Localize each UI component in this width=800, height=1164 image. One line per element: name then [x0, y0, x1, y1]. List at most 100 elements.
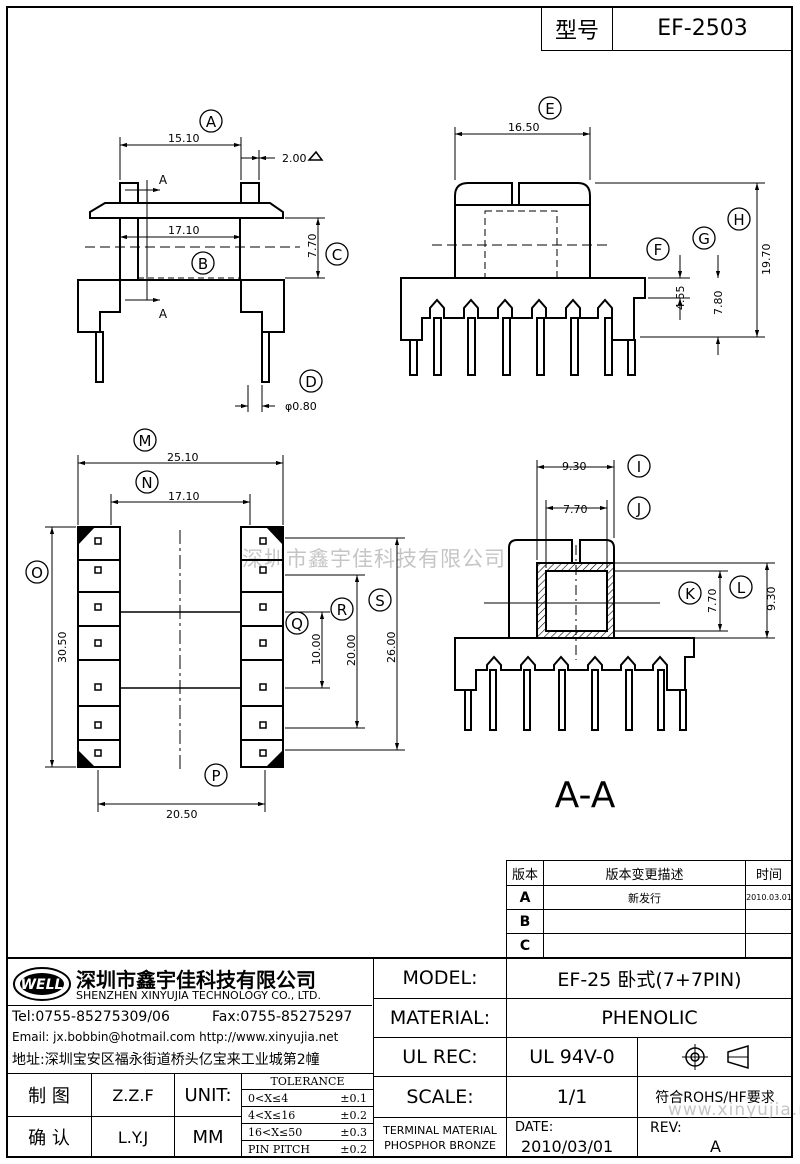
- dim-2-00: 2.00: [282, 152, 307, 165]
- dim-7-70-vert: 7.70: [706, 589, 719, 614]
- company-fax: Fax:0755-85275297: [212, 1009, 353, 1025]
- callout-j: J: [636, 500, 641, 518]
- callout-g: G: [698, 230, 710, 248]
- dim-10-00: 10.00: [310, 634, 323, 666]
- dim-17-10-bottom: 17.10: [168, 490, 200, 503]
- callout-d: D: [305, 373, 317, 391]
- rev-value: A: [710, 1137, 721, 1156]
- rev-row-b-desc: [543, 909, 746, 934]
- callout-n: N: [141, 474, 152, 492]
- tolerance-row: 16<X≤50±0.3: [241, 1123, 374, 1141]
- dim-9-30-vert: 9.30: [765, 587, 778, 612]
- company-tel: Tel:0755-85275309/06: [12, 1009, 170, 1025]
- ulrec-value: UL 94V-0: [506, 1037, 638, 1077]
- callout-l: L: [737, 579, 746, 597]
- rev-row-c-desc: [543, 933, 746, 958]
- section-mark-top: A: [159, 173, 168, 187]
- dim-7-70-sec: 7.70: [563, 503, 588, 516]
- rev-row-a-ver: A: [506, 885, 544, 910]
- dim-phi-0-80: φ0.80: [285, 400, 317, 413]
- rev-row-b-date: [745, 909, 793, 934]
- rev-header-ver: 版本: [506, 860, 544, 886]
- company-name-cn: 深圳市鑫宇佳科技有限公司: [76, 968, 316, 992]
- company-logo: WELL: [12, 965, 72, 1003]
- unit-value: MM: [174, 1116, 242, 1158]
- draw-label: 制 图: [6, 1073, 92, 1117]
- title-block: [6, 957, 793, 1160]
- material-value: PHENOLIC: [506, 998, 793, 1038]
- rev-label: REV:: [650, 1120, 682, 1136]
- watermark-url: www.xinyujia.net: [668, 1100, 800, 1120]
- scale-label: SCALE:: [373, 1076, 507, 1118]
- date-cell: DATE: 2010/03/01: [506, 1117, 638, 1158]
- header-model-label: 型号: [541, 6, 613, 51]
- date-value: 2010/03/01: [521, 1137, 614, 1156]
- rev-cell: REV: A: [637, 1117, 793, 1158]
- dim-30-50: 30.50: [56, 632, 69, 664]
- third-angle-projection-icon: [682, 1044, 749, 1070]
- dim-16-50: 16.50: [508, 121, 540, 134]
- logo-text: WELL: [21, 977, 64, 993]
- rev-header-date: 时间: [745, 860, 793, 886]
- rev-row-c-date: [745, 933, 793, 958]
- tolerance-title: TOLERANCE: [241, 1073, 374, 1090]
- callout-r: R: [337, 601, 347, 619]
- ulrec-label: UL REC:: [373, 1037, 507, 1077]
- dim-4-55: 4.55: [674, 286, 687, 311]
- rev-row-b-ver: B: [506, 909, 544, 934]
- company-name-en: SHENZHEN XINYUJIA TECHNOLOGY CO., LTD.: [76, 989, 321, 1002]
- rev-row-a-desc: 新发行: [543, 885, 746, 910]
- dim-25-10: 25.10: [167, 451, 199, 464]
- dim-9-30-top: 9.30: [562, 460, 587, 473]
- material-label: MATERIAL:: [373, 998, 507, 1038]
- company-address: 地址:深圳宝安区福永街道桥头亿宝来工业城第2幢: [12, 1052, 320, 1068]
- callout-f: F: [654, 241, 663, 259]
- dim-7-80: 7.80: [712, 291, 725, 316]
- model-label: MODEL:: [373, 957, 507, 999]
- section-label: A-A: [555, 775, 616, 816]
- dim-20-00: 20.00: [345, 635, 358, 667]
- model-value: EF-25 卧式(7+7PIN): [506, 957, 793, 999]
- projection-symbol: [637, 1037, 793, 1077]
- terminal-value: PHOSPHOR BRONZE: [384, 1138, 496, 1152]
- dim-19-70: 19.70: [760, 244, 773, 276]
- rev-row-c-ver: C: [506, 933, 544, 958]
- callout-p: P: [211, 767, 220, 785]
- rev-header-desc: 版本变更描述: [543, 860, 746, 886]
- terminal-material: TERMINAL MATERIAL PHOSPHOR BRONZE: [373, 1117, 507, 1158]
- view-top-right: [400, 182, 646, 376]
- tolerance-row: 0<X≤4±0.1: [241, 1089, 374, 1107]
- callout-q: Q: [291, 615, 303, 633]
- callout-h: H: [733, 211, 744, 229]
- callout-b: B: [198, 255, 208, 273]
- watermark-company: 深圳市鑫宇佳科技有限公司: [242, 547, 506, 571]
- scale-value: 1/1: [506, 1076, 638, 1118]
- callout-m: M: [139, 432, 152, 450]
- terminal-label: TERMINAL MATERIAL: [383, 1123, 497, 1137]
- tolerance-row: 4<X≤16±0.2: [241, 1106, 374, 1124]
- callout-k: K: [685, 585, 696, 603]
- callout-c: C: [332, 246, 342, 264]
- callout-i: I: [637, 458, 641, 476]
- check-value: L.Y.J: [91, 1116, 175, 1158]
- dim-7-70-top: 7.70: [306, 234, 319, 259]
- dim-15-10: 15.10: [168, 132, 200, 145]
- callout-o: O: [31, 564, 43, 582]
- tolerance-row: PIN PITCH±0.2: [241, 1140, 374, 1158]
- draw-value: Z.Z.F: [91, 1073, 175, 1117]
- dim-17-10-top: 17.10: [168, 224, 200, 237]
- callout-circles: [25, 96, 753, 787]
- company-email: Email: jx.bobbin@hotmail.com http://www.…: [12, 1030, 339, 1044]
- dim-26-00: 26.00: [385, 632, 398, 664]
- check-label: 确 认: [6, 1116, 92, 1158]
- callout-a: A: [206, 113, 217, 131]
- technical-drawing: A B C D E F G H M N O P Q R S I J K L 15…: [25, 96, 778, 821]
- section-mark-bottom: A: [159, 307, 168, 321]
- view-top-left: [77, 182, 285, 383]
- unit-label: UNIT:: [174, 1073, 242, 1117]
- callout-s: S: [375, 592, 385, 610]
- dim-20-50: 20.50: [166, 808, 198, 821]
- callout-e: E: [545, 100, 554, 118]
- rev-row-a-date: 2010.03.01: [745, 885, 793, 910]
- date-label: DATE:: [515, 1120, 554, 1135]
